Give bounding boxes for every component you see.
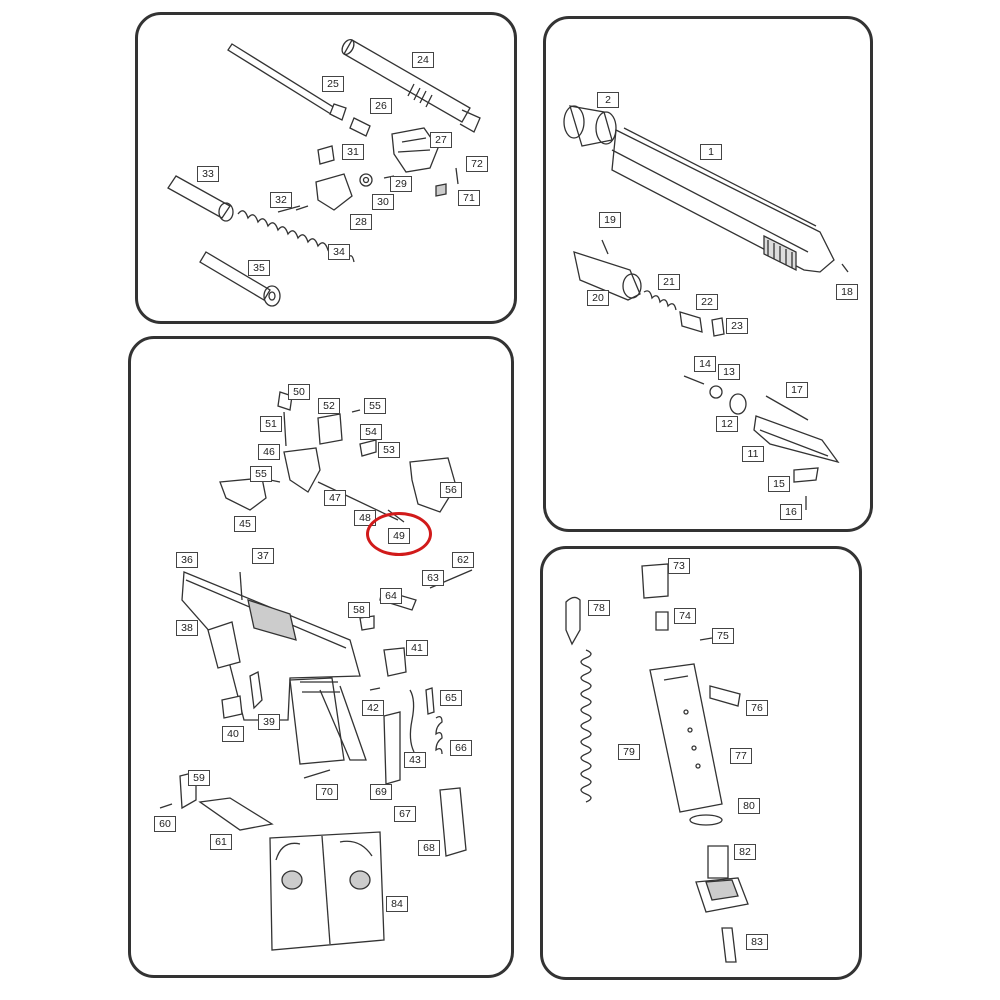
part-label-16: 16 — [780, 504, 802, 520]
nozzle-assembly-drawing — [573, 239, 725, 337]
part-label-46: 46 — [258, 444, 280, 460]
spring-guide-drawing — [199, 251, 281, 307]
part-label-55-lower: 55 — [250, 466, 272, 482]
part-label-55-upper: 55 — [364, 398, 386, 414]
part-label-83: 83 — [746, 934, 768, 950]
part-label-73: 73 — [668, 558, 690, 574]
part-label-27: 27 — [430, 132, 452, 148]
part-label-21: 21 — [658, 274, 680, 290]
guide-rod-drawing — [167, 175, 234, 222]
part-label-36: 36 — [176, 552, 198, 568]
part-label-35: 35 — [248, 260, 270, 276]
part-label-78: 78 — [588, 600, 610, 616]
part-label-29: 29 — [390, 176, 412, 192]
part-label-13: 13 — [718, 364, 740, 380]
part-label-71: 71 — [458, 190, 480, 206]
part-label-15: 15 — [768, 476, 790, 492]
part-label-54: 54 — [360, 424, 382, 440]
part-label-80: 80 — [738, 798, 760, 814]
part-label-56: 56 — [440, 482, 462, 498]
part-label-51: 51 — [260, 416, 282, 432]
part-label-84: 84 — [386, 896, 408, 912]
part-label-33: 33 — [197, 166, 219, 182]
part-label-50: 50 — [288, 384, 310, 400]
part-label-69: 69 — [370, 784, 392, 800]
magazine-body-drawing — [649, 663, 741, 826]
part-label-2: 2 — [597, 92, 619, 108]
part-label-66: 66 — [450, 740, 472, 756]
mainspring-housing-drawing — [303, 769, 467, 857]
part-label-62: 62 — [452, 552, 474, 568]
outer-barrel-drawing — [341, 38, 481, 133]
part-label-26: 26 — [370, 98, 392, 114]
safety-and-grip-drawing — [159, 771, 385, 951]
part-label-59: 59 — [188, 770, 210, 786]
part-label-30: 30 — [372, 194, 394, 210]
part-label-82: 82 — [734, 844, 756, 860]
part-label-47: 47 — [324, 490, 346, 506]
part-label-68: 68 — [418, 840, 440, 856]
part-label-41: 41 — [406, 640, 428, 656]
part-label-14: 14 — [694, 356, 716, 372]
part-label-79: 79 — [618, 744, 640, 760]
small-parts-barrel-drawing — [277, 145, 459, 213]
part-label-65: 65 — [440, 690, 462, 706]
part-label-24: 24 — [412, 52, 434, 68]
lower-frame-drawing — [181, 571, 367, 765]
part-label-72: 72 — [466, 156, 488, 172]
follower-and-spring-drawing — [565, 596, 592, 803]
part-label-12: 12 — [716, 416, 738, 432]
part-label-61: 61 — [210, 834, 232, 850]
blowback-unit-drawing — [683, 263, 849, 510]
part-label-75: 75 — [712, 628, 734, 644]
part-label-23: 23 — [726, 318, 748, 334]
slide-drawing — [611, 127, 835, 273]
part-label-31: 31 — [342, 144, 364, 160]
part-label-1: 1 — [700, 144, 722, 160]
part-label-70: 70 — [316, 784, 338, 800]
part-label-77: 77 — [730, 748, 752, 764]
part-label-17: 17 — [786, 382, 808, 398]
part-label-67: 67 — [394, 806, 416, 822]
part-label-32: 32 — [270, 192, 292, 208]
part-label-74: 74 — [674, 608, 696, 624]
part-label-64: 64 — [380, 588, 402, 604]
part-label-20: 20 — [587, 290, 609, 306]
part-label-38: 38 — [176, 620, 198, 636]
part-label-40: 40 — [222, 726, 244, 742]
part-label-45: 45 — [234, 516, 256, 532]
part-label-60: 60 — [154, 816, 176, 832]
part-label-11: 11 — [742, 446, 764, 462]
part-label-39: 39 — [258, 714, 280, 730]
barrel-bushing-drawing — [563, 105, 617, 147]
part-label-34: 34 — [328, 244, 350, 260]
part-label-18: 18 — [836, 284, 858, 300]
highlight-circle-part-49 — [366, 512, 432, 556]
part-label-43: 43 — [404, 752, 426, 768]
part-label-37: 37 — [252, 548, 274, 564]
part-label-53: 53 — [378, 442, 400, 458]
part-label-25: 25 — [322, 76, 344, 92]
part-label-63: 63 — [422, 570, 444, 586]
magazine-follower-parts-drawing — [641, 563, 713, 641]
part-label-19: 19 — [599, 212, 621, 228]
part-label-76: 76 — [746, 700, 768, 716]
magazine-valve-and-base-drawing — [695, 845, 749, 963]
part-label-22: 22 — [696, 294, 718, 310]
hop-up-rubber-drawing — [349, 117, 371, 137]
inner-barrel-drawing — [227, 43, 347, 121]
part-label-42: 42 — [362, 700, 384, 716]
part-label-52: 52 — [318, 398, 340, 414]
part-label-28: 28 — [350, 214, 372, 230]
part-label-58: 58 — [348, 602, 370, 618]
hop-up-chamber-drawing — [391, 127, 439, 173]
